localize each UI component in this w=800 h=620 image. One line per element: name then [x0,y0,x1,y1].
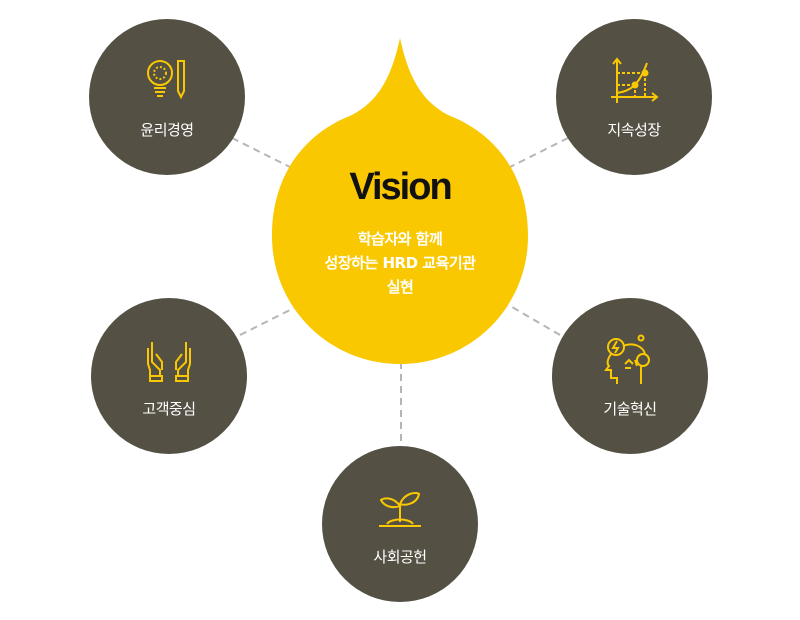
connector-tech [499,299,561,336]
connectors [231,137,569,446]
caring-hands-icon [147,341,191,382]
vision-line: 학습자와 함께 [357,230,443,248]
value-label: 기술혁신 [603,399,657,418]
value-label: 사회공헌 [373,547,427,566]
vision-statement: 학습자와 함께 성장하는 HRD 교육기관 실현 [272,227,528,299]
value-label: 지속성장 [607,120,661,139]
vision-title: Vision [349,166,452,208]
vision-line: 성장하는 HRD 교육기관 [324,254,476,272]
growth-chart-icon [611,56,659,103]
vision-content: Vision 학습자와 함께 성장하는 HRD 교육기관 실현 [272,160,528,299]
value-customer: 고객중심 [91,298,247,454]
value-label: 윤리경영 [140,120,194,139]
value-technology: 기술혁신 [552,298,708,454]
vision-drop [272,38,528,364]
value-social: 사회공헌 [322,446,478,602]
lightbulb-pencil-icon [147,59,185,99]
innovation-head-icon [604,334,650,384]
value-label: 고객중심 [142,399,196,418]
sprout-icon [379,491,421,527]
vision-line: 실현 [386,278,414,296]
value-growth: 지속성장 [556,19,712,175]
connector-growth [499,137,569,173]
connector-customer [239,304,301,336]
connector-ethics [231,137,301,173]
value-ethics: 윤리경영 [89,19,245,175]
